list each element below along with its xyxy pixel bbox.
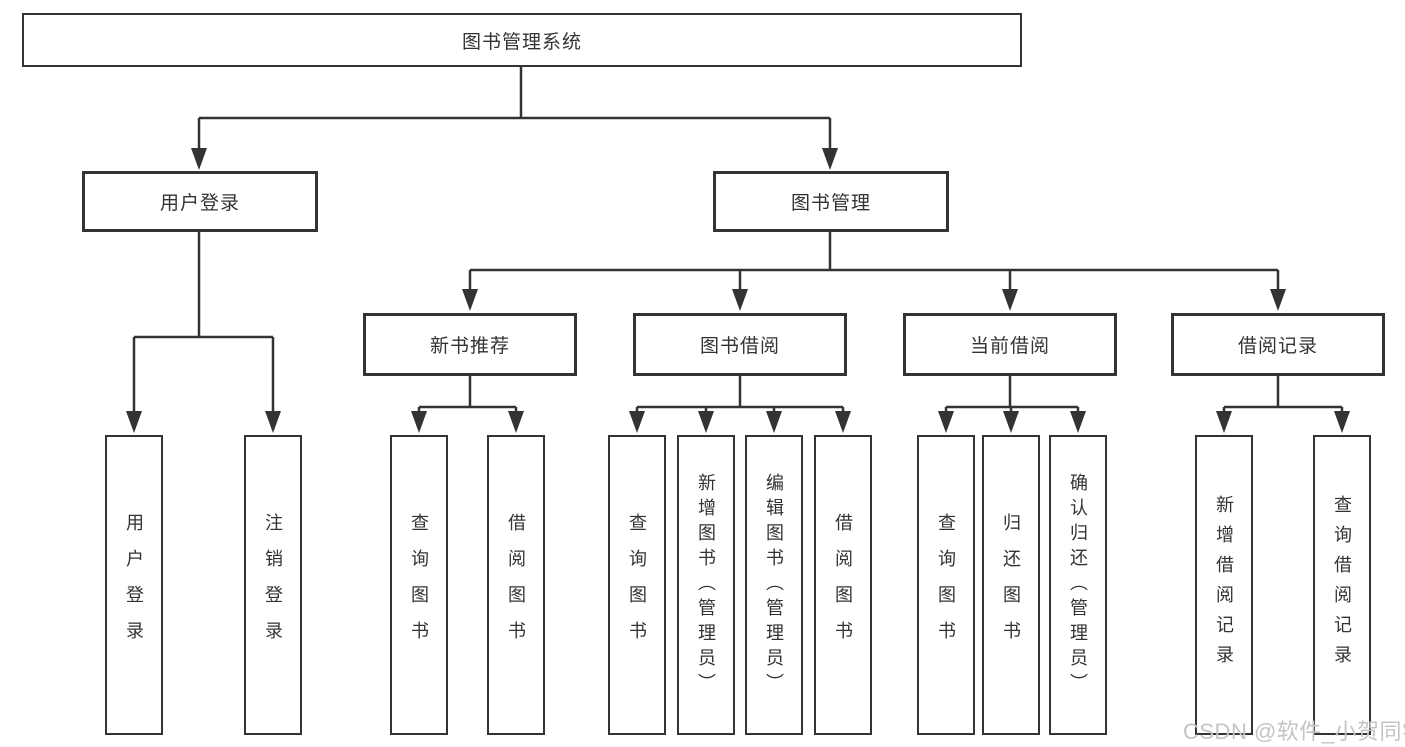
leaf-query-books-1-label: 查询图书	[409, 513, 429, 657]
leaf-query-books-3: 查询图书	[917, 435, 975, 735]
leaf-query-books-2-label: 查询图书	[627, 513, 647, 657]
node-book-borrow: 图书借阅	[633, 313, 847, 376]
node-user-login-label: 用户登录	[159, 193, 240, 214]
leaf-query-books-3-label: 查询图书	[936, 513, 956, 657]
leaf-query-books-2: 查询图书	[608, 435, 666, 735]
leaf-confirm-return-admin: 确认归还（管理员）	[1049, 435, 1107, 735]
leaf-edit-books-admin: 编辑图书（管理员）	[745, 435, 803, 735]
leaf-add-borrow-record-label: 新增借阅记录	[1214, 495, 1234, 675]
node-book-management-label: 图书管理	[790, 193, 871, 214]
leaf-logout-label: 注销登录	[263, 513, 283, 657]
leaf-query-borrow-record: 查询借阅记录	[1313, 435, 1371, 735]
leaf-borrow-books-2-label: 借阅图书	[833, 513, 853, 657]
node-user-login: 用户登录	[82, 171, 318, 232]
node-book-management: 图书管理	[713, 171, 949, 232]
leaf-query-books-1: 查询图书	[390, 435, 448, 735]
node-current-borrow: 当前借阅	[903, 313, 1117, 376]
node-root-system: 图书管理系统	[22, 13, 1022, 67]
leaf-add-borrow-record: 新增借阅记录	[1195, 435, 1253, 735]
leaf-return-books: 归还图书	[982, 435, 1040, 735]
node-current-borrow-label: 当前借阅	[969, 336, 1050, 357]
csdn-watermark: CSDN @软件_小贺同学	[1183, 719, 1405, 744]
node-new-book-recommend-label: 新书推荐	[429, 336, 510, 357]
leaf-borrow-books-1-label: 借阅图书	[506, 513, 526, 657]
leaf-borrow-books-2: 借阅图书	[814, 435, 872, 735]
node-book-borrow-label: 图书借阅	[699, 336, 780, 357]
node-borrow-records-label: 借阅记录	[1237, 336, 1318, 357]
leaf-user-login: 用户登录	[105, 435, 163, 735]
leaf-add-books-admin: 新增图书（管理员）	[677, 435, 735, 735]
leaf-return-books-label: 归还图书	[1001, 513, 1021, 657]
leaf-logout: 注销登录	[244, 435, 302, 735]
leaf-edit-books-admin-label: 编辑图书（管理员）	[764, 472, 784, 698]
node-borrow-records: 借阅记录	[1171, 313, 1385, 376]
leaf-add-books-admin-label: 新增图书（管理员）	[696, 472, 716, 698]
leaf-user-login-label: 用户登录	[124, 513, 144, 657]
node-root-label: 图书管理系统	[461, 31, 582, 53]
leaf-confirm-return-admin-label: 确认归还（管理员）	[1068, 472, 1088, 698]
node-new-book-recommend: 新书推荐	[363, 313, 577, 376]
leaf-query-borrow-record-label: 查询借阅记录	[1332, 495, 1352, 675]
leaf-borrow-books-1: 借阅图书	[487, 435, 545, 735]
